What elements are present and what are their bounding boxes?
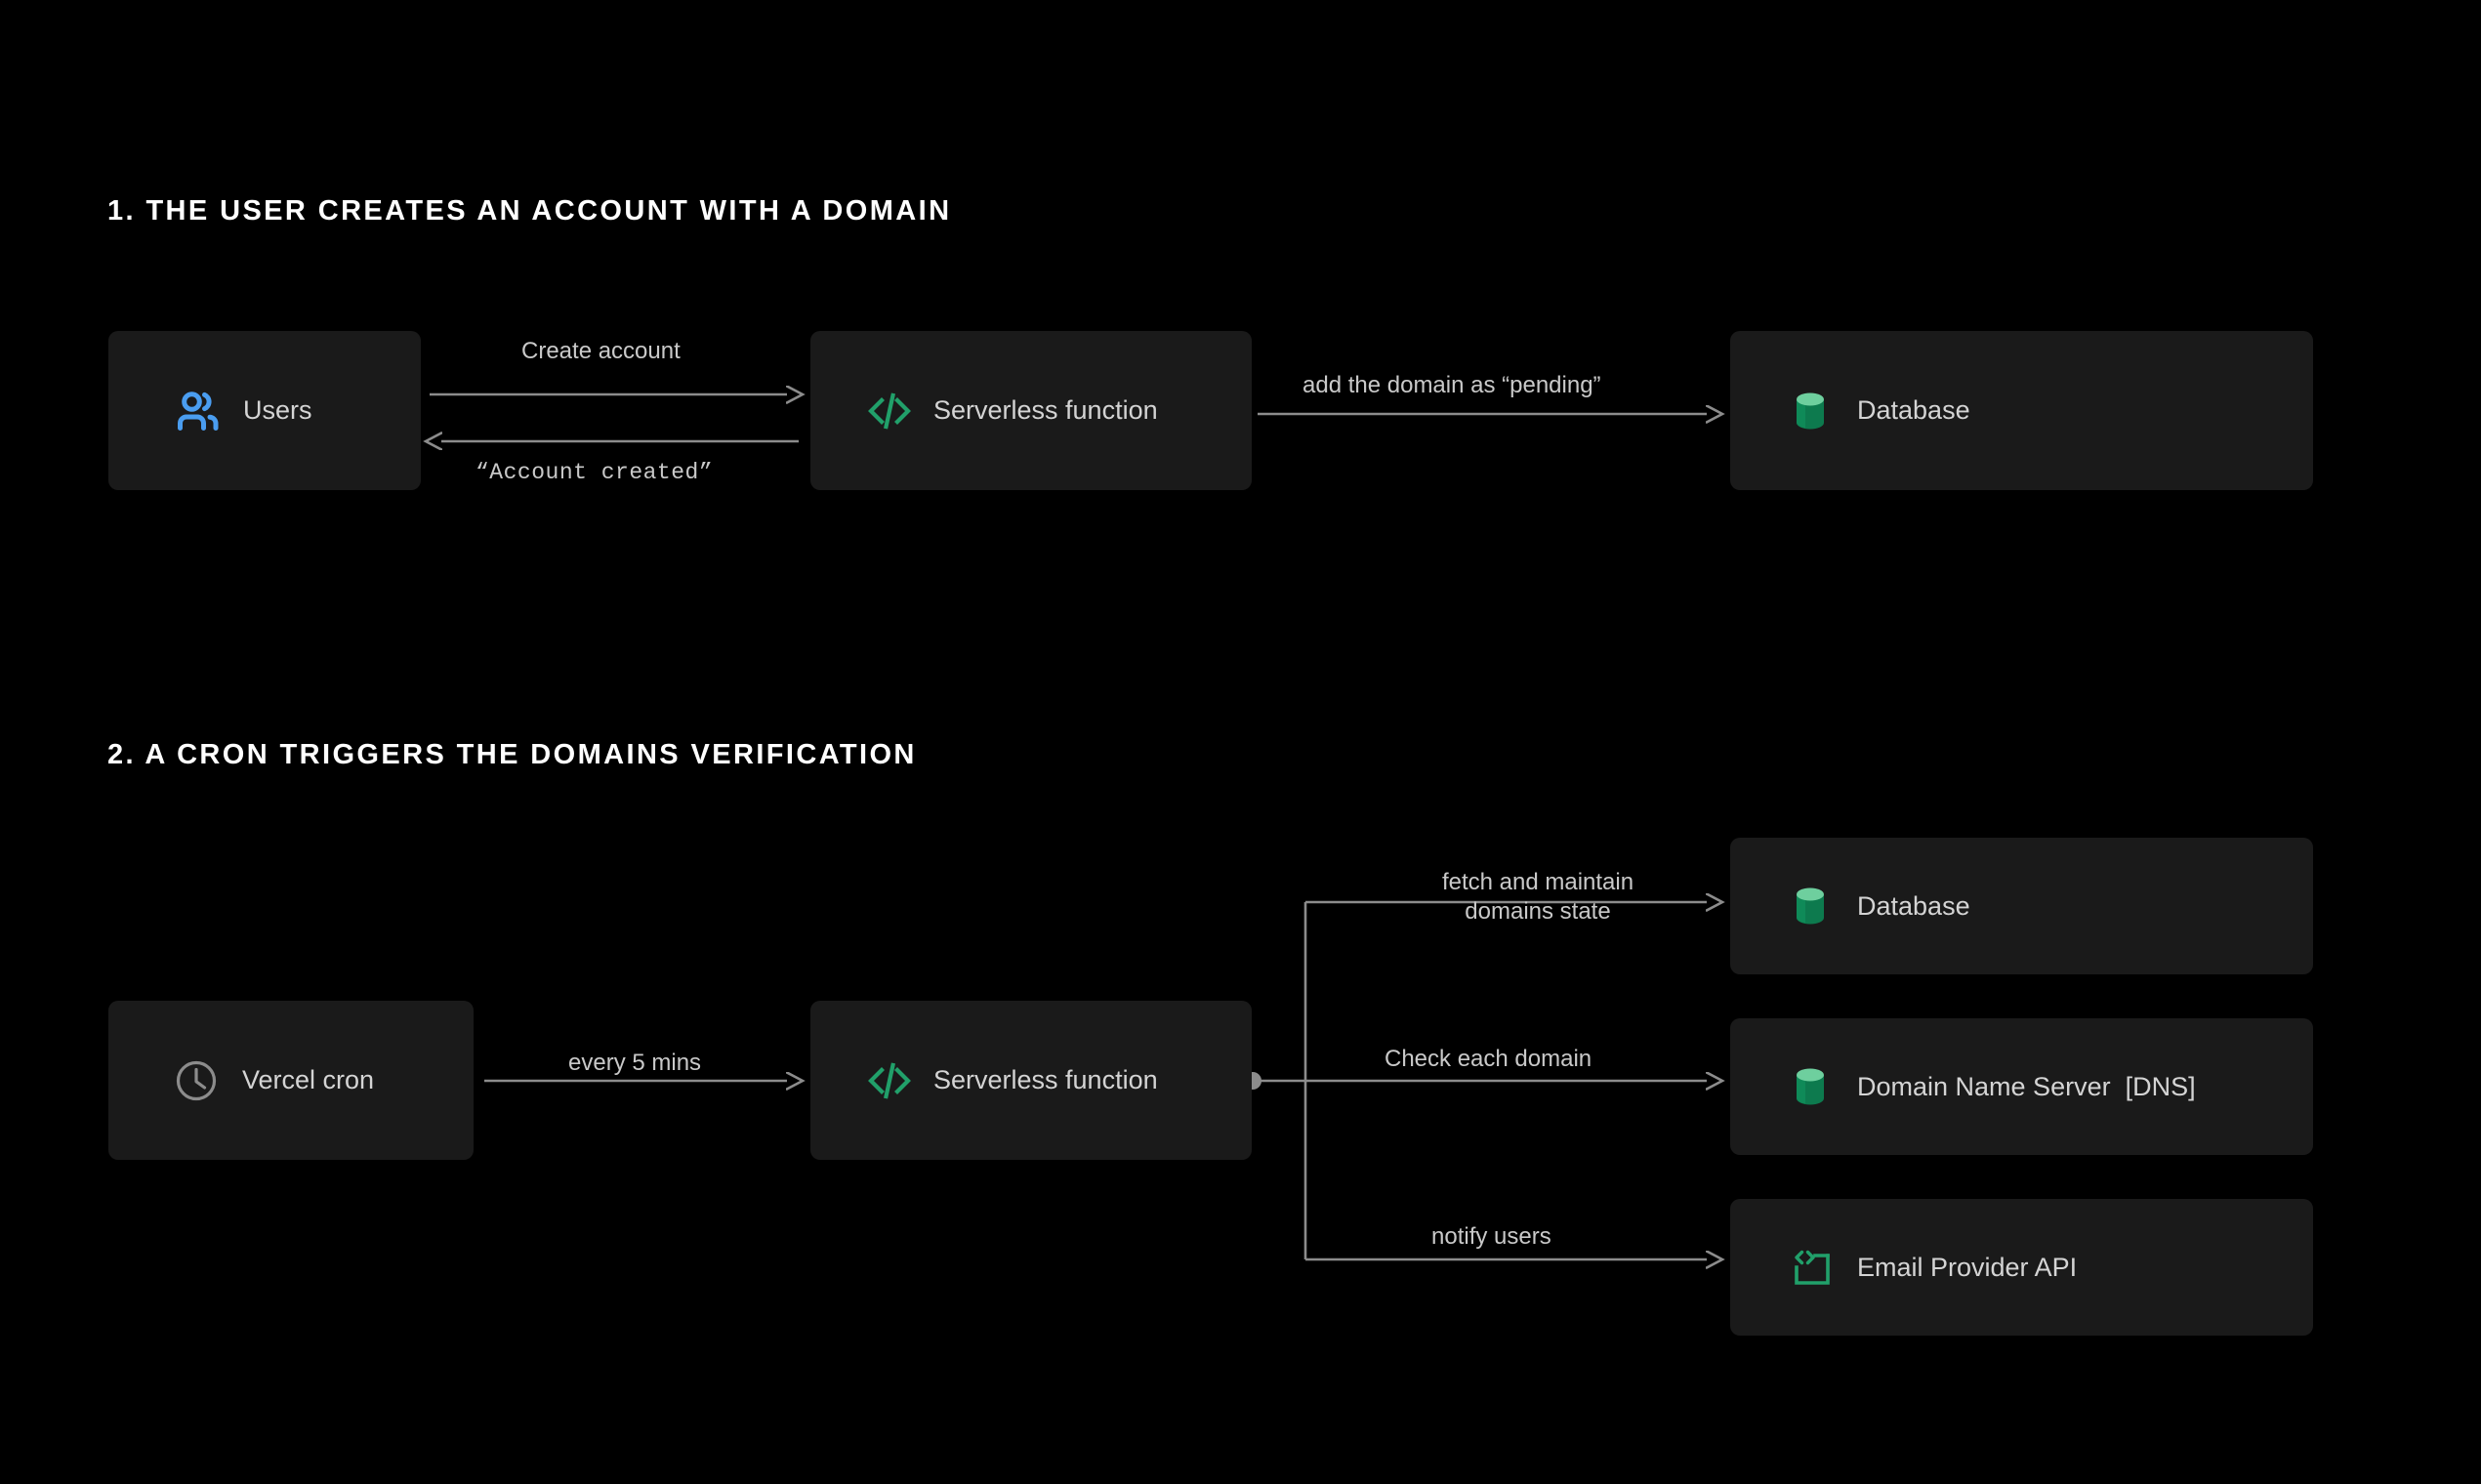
edge-label-notify-users: notify users [1431, 1223, 1551, 1250]
users-icon [175, 388, 222, 434]
code-icon [867, 1058, 912, 1103]
node-domain-name-server-label: Domain Name Server [DNS] [1857, 1071, 2196, 1101]
node-email-provider-api-label: Email Provider API [1857, 1252, 2078, 1282]
edge-label-every-5-mins: every 5 mins [568, 1050, 702, 1076]
node-database-1-label: Database [1857, 395, 1970, 425]
section-heading-2: 2. A CRON TRIGGERS THE DOMAINS VERIFICAT… [107, 739, 917, 770]
node-domain-name-server[interactable]: Domain Name Server [DNS] [1730, 1018, 2313, 1155]
edge-label-fetch-line2: domains state [1465, 898, 1611, 925]
edge-label-fetch: fetch and maintain domains state [1377, 868, 1699, 927]
edge-label-check-each-domain: Check each domain [1385, 1046, 1592, 1072]
node-email-provider-api[interactable]: Email Provider API [1730, 1199, 2313, 1336]
node-serverless-function-2[interactable]: Serverless function [810, 1001, 1252, 1160]
clock-icon [174, 1058, 219, 1103]
node-serverless-function-1[interactable]: Serverless function [810, 331, 1252, 490]
database-icon [1789, 389, 1832, 433]
wire-branch-trunk [1244, 902, 1307, 1259]
node-serverless-function-2-label: Serverless function [933, 1065, 1158, 1094]
database-icon [1789, 1064, 1832, 1109]
api-icon [1789, 1246, 1832, 1289]
node-users-label: Users [243, 395, 312, 425]
node-database-2-label: Database [1857, 890, 1970, 921]
node-database-1[interactable]: Database [1730, 331, 2313, 490]
node-serverless-function-1-label: Serverless function [933, 395, 1158, 425]
node-database-2[interactable]: Database [1730, 838, 2313, 974]
edge-label-add-domain: add the domain as “pending” [1303, 372, 1601, 398]
edge-label-account-created: “Account created” [476, 460, 714, 485]
node-vercel-cron-label: Vercel cron [242, 1065, 375, 1094]
database-icon [1789, 884, 1832, 928]
node-users[interactable]: Users [108, 331, 421, 490]
code-icon [867, 389, 912, 433]
edge-label-create-account: Create account [521, 338, 681, 364]
edge-label-fetch-line1: fetch and maintain [1441, 869, 1634, 895]
node-vercel-cron[interactable]: Vercel cron [108, 1001, 474, 1160]
section-heading-1: 1. THE USER CREATES AN ACCOUNT WITH A DO… [107, 195, 952, 227]
